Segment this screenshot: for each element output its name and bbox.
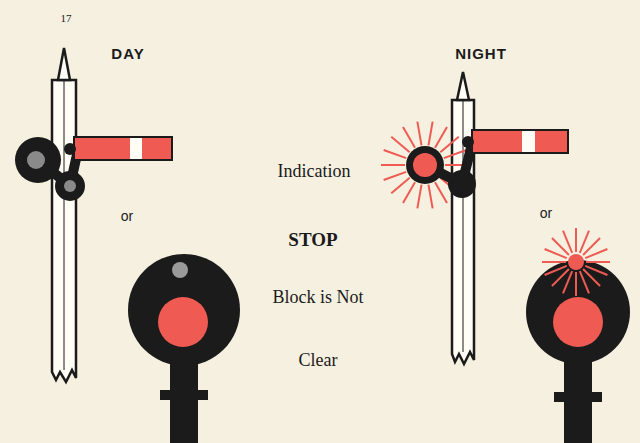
light-ray xyxy=(403,127,415,148)
disc-flange xyxy=(160,390,208,400)
disc-flange xyxy=(554,392,602,402)
disc-lens xyxy=(553,297,603,347)
spectacle-plate xyxy=(406,146,444,184)
light-ray xyxy=(435,182,447,203)
spectacle-lens xyxy=(64,180,76,192)
light-ray xyxy=(417,122,421,146)
signal-mast xyxy=(52,80,76,382)
light-ray xyxy=(580,271,589,293)
column-heading: DAY xyxy=(111,46,144,63)
semaphore-arm xyxy=(74,137,172,160)
semaphore-arm xyxy=(472,130,568,153)
arm-band xyxy=(130,138,142,159)
indication-text: Clear xyxy=(299,351,338,371)
column-heading: NIGHT xyxy=(455,46,507,63)
light-ray xyxy=(428,185,432,209)
light-ray xyxy=(403,182,415,203)
light-ray xyxy=(428,122,432,146)
indication-name: STOP xyxy=(288,230,337,251)
light-ray xyxy=(391,178,409,193)
indication-label: Indication xyxy=(278,162,351,182)
spectacle-lens xyxy=(27,151,45,169)
light-ray xyxy=(575,272,577,296)
disc-body xyxy=(526,260,630,364)
mast-finial xyxy=(58,48,70,80)
light-ray xyxy=(417,185,421,209)
disc-body xyxy=(128,254,240,366)
or-word: or xyxy=(540,206,552,221)
disc-lens xyxy=(158,297,208,347)
mast-line xyxy=(463,100,464,352)
night-disc-signal xyxy=(526,228,630,443)
light-ray xyxy=(444,150,467,158)
light-ray xyxy=(384,172,407,180)
mast-finial xyxy=(457,72,469,100)
mast-line xyxy=(64,80,65,370)
light-ray xyxy=(391,137,409,152)
disc-lens xyxy=(568,254,584,270)
light-ray xyxy=(435,127,447,148)
light-ray xyxy=(440,137,458,152)
disc-lens xyxy=(172,262,188,278)
arm-band xyxy=(522,131,535,152)
light-ray xyxy=(586,261,610,263)
arm-pivot xyxy=(462,136,474,148)
light-ray xyxy=(381,164,405,166)
light-rays xyxy=(542,228,610,296)
spectacle-lens xyxy=(413,153,437,177)
arm-pivot xyxy=(64,143,76,155)
light-ray xyxy=(585,249,607,258)
indication-text: Block is Not xyxy=(272,288,363,308)
light-ray xyxy=(575,228,577,252)
page-number: 17 xyxy=(61,12,72,24)
light-ray xyxy=(384,150,407,158)
light-ray xyxy=(563,231,572,253)
light-ray xyxy=(545,266,567,275)
day-disc-signal xyxy=(128,254,240,443)
or-word: or xyxy=(121,209,133,224)
light-ray xyxy=(542,261,566,263)
